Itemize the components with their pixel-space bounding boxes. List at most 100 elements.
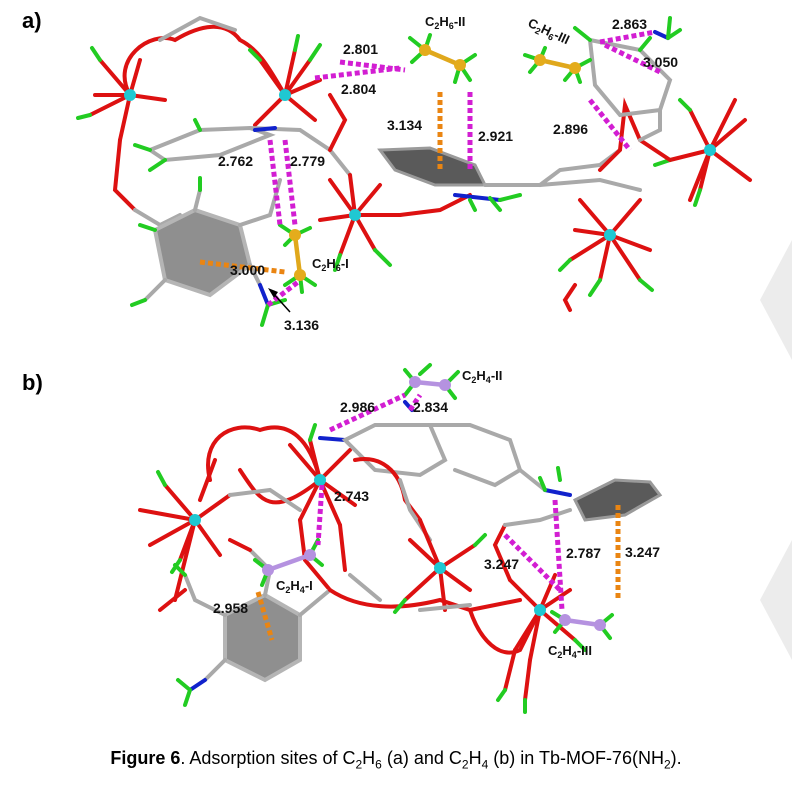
bond <box>587 37 673 118</box>
bond <box>253 48 322 127</box>
contact-line <box>552 499 565 611</box>
bond <box>492 523 512 582</box>
caption-text: (a) and C <box>381 748 462 768</box>
c2h4-i-molecule <box>265 552 313 573</box>
bond <box>562 283 577 312</box>
c2h6-ii-molecule <box>422 47 463 68</box>
distance-label: 2.787 <box>566 545 601 561</box>
caption-subscript: 2 <box>355 757 363 772</box>
contact-line <box>282 139 298 226</box>
caption-subscript: 4 <box>481 757 489 772</box>
bond <box>573 26 652 52</box>
decorative-wedge <box>760 540 792 660</box>
contact-line <box>599 29 656 45</box>
bond <box>341 423 448 478</box>
bond <box>398 193 472 217</box>
bond <box>598 97 672 172</box>
c2h4-i-label: C2H4-I <box>276 578 313 595</box>
bond <box>258 283 270 307</box>
bond <box>158 538 252 612</box>
bond <box>328 93 357 217</box>
atom <box>419 44 431 56</box>
caption-text: H <box>468 748 482 768</box>
bond <box>122 24 287 97</box>
distance-label: 3.000 <box>230 262 265 278</box>
caption-text: H <box>362 748 376 768</box>
bond <box>518 468 547 492</box>
distance-label: 3.134 <box>387 117 422 133</box>
aromatic-ring <box>152 207 253 298</box>
bond <box>333 248 392 272</box>
bond <box>393 533 487 614</box>
caption-subscript: 6 <box>375 757 382 772</box>
atom <box>304 549 316 561</box>
atom <box>409 376 421 388</box>
atom <box>594 619 606 631</box>
bond <box>253 538 324 587</box>
distance-label: 2.762 <box>218 153 253 169</box>
c2h6-ii-label: C2H6-II <box>425 14 465 31</box>
contact-line <box>407 393 423 412</box>
bond <box>543 488 572 497</box>
atom <box>294 269 306 281</box>
contact-line <box>255 591 275 641</box>
bond <box>468 608 542 655</box>
bond <box>653 30 670 40</box>
tb-atom <box>704 144 716 156</box>
bond <box>183 548 332 682</box>
bond <box>408 33 477 84</box>
contact-line <box>503 533 562 592</box>
distance-label: 2.834 <box>413 399 448 415</box>
distance-label: 2.986 <box>340 399 375 415</box>
atom <box>569 62 581 74</box>
c2h4-iii-label: C2H4-III <box>548 643 592 660</box>
caption-text: . Adsorption sites of C <box>180 748 356 768</box>
bond <box>523 46 592 84</box>
distance-label: 2.896 <box>553 121 588 137</box>
bond <box>550 610 614 640</box>
bond <box>468 193 522 212</box>
panel-a: a) <box>22 8 752 333</box>
decorative-wedge <box>760 240 792 360</box>
bond <box>76 46 102 120</box>
c2h4-ii-label: C2H4-II <box>462 368 502 385</box>
bond <box>483 177 642 192</box>
bond <box>348 573 472 612</box>
contact-line <box>199 259 286 275</box>
atom <box>559 614 571 626</box>
bond <box>318 436 347 442</box>
atom <box>262 564 274 576</box>
bond <box>173 563 192 707</box>
distance-label: 2.921 <box>478 128 513 144</box>
bond <box>130 176 202 307</box>
tb-atom <box>124 89 136 101</box>
bond <box>428 423 523 488</box>
bond <box>228 487 302 512</box>
distance-label: 3.247 <box>484 556 519 572</box>
atom <box>454 59 466 71</box>
bond <box>88 58 167 142</box>
bond <box>253 126 277 132</box>
arrow-head <box>268 288 278 298</box>
distance-label: 3.050 <box>643 54 678 70</box>
bond <box>133 118 202 172</box>
bond <box>198 458 322 505</box>
c2h6-i-label: C2H6-I <box>312 256 349 273</box>
bond <box>668 98 752 202</box>
panel-b: b) <box>22 363 663 714</box>
bond <box>318 178 402 257</box>
contact-line <box>266 280 300 307</box>
bond <box>568 198 652 282</box>
distance-label: 2.863 <box>612 16 647 32</box>
contact-line <box>267 139 283 226</box>
bond <box>328 588 522 613</box>
distance-label: 2.743 <box>334 488 369 504</box>
distance-label: 2.804 <box>341 81 376 97</box>
contact-line <box>314 65 401 81</box>
distance-label: 3.136 <box>284 317 319 333</box>
caption-text: (b) in Tb-MOF-76(NH <box>488 748 664 768</box>
atom <box>289 229 301 241</box>
aromatic-ring <box>572 478 663 522</box>
bond <box>112 138 137 212</box>
